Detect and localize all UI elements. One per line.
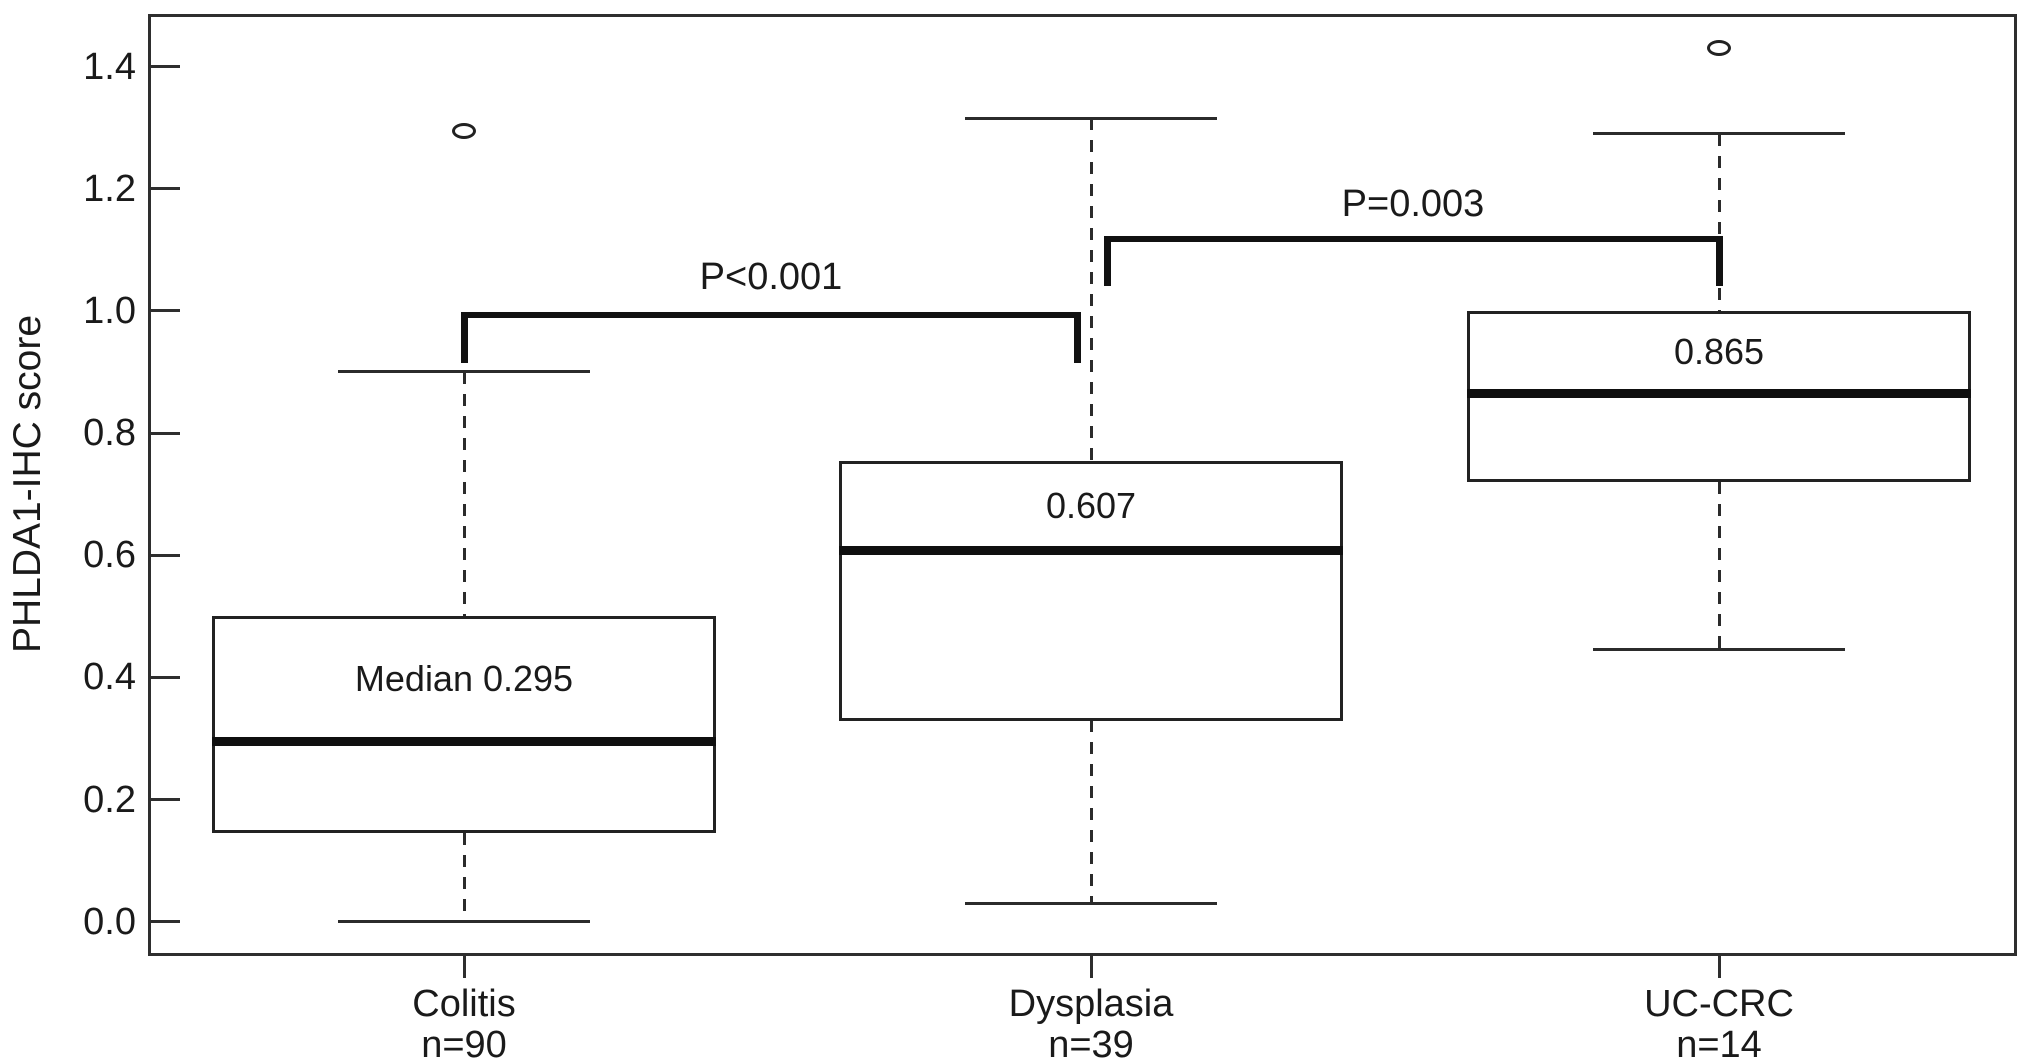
group-n-label: n=39 [1048, 1024, 1134, 1063]
median-line [1467, 389, 1971, 398]
group-n-label: n=90 [421, 1024, 507, 1063]
lower-whisker [1090, 720, 1093, 903]
y-tick-label: 1.0 [83, 290, 136, 332]
median-annotation: Median 0.295 [354, 658, 574, 699]
x-tick-mark [463, 956, 466, 978]
y-tick-label: 0.0 [83, 901, 136, 943]
box [839, 461, 1343, 721]
median-annotation: 0.865 [1673, 331, 1765, 372]
y-tick-mark [148, 554, 180, 557]
outlier-point [1707, 40, 1731, 56]
group-label: Colitis [412, 983, 516, 1025]
group-label: UC-CRC [1644, 983, 1794, 1025]
y-tick-label: 1.2 [83, 168, 136, 210]
lower-whisker-cap [965, 902, 1217, 905]
group-label: Dysplasia [1008, 983, 1174, 1025]
y-tick-mark [148, 676, 180, 679]
x-tick-mark [1718, 956, 1721, 978]
y-tick-label: 0.2 [83, 779, 136, 821]
upper-whisker [1090, 118, 1093, 460]
y-tick-label: 0.8 [83, 412, 136, 454]
group-n-label: n=14 [1676, 1024, 1762, 1063]
significance-bracket-tick [1716, 239, 1723, 286]
p-value-label: P=0.003 [1341, 183, 1485, 225]
median-line [839, 546, 1343, 555]
lower-whisker-cap [1593, 648, 1845, 651]
significance-bracket-bar [1104, 236, 1723, 242]
x-tick-mark [1090, 956, 1093, 978]
upper-whisker [1718, 134, 1721, 311]
y-tick-label: 0.6 [83, 534, 136, 576]
upper-whisker-cap [338, 370, 590, 373]
y-tick-label: 1.4 [83, 46, 136, 88]
upper-whisker [463, 372, 466, 616]
y-tick-label: 0.4 [83, 656, 136, 698]
outlier-point [452, 123, 476, 139]
median-line [212, 737, 716, 746]
y-tick-mark [148, 309, 180, 312]
y-tick-mark [148, 798, 180, 801]
y-tick-mark [148, 432, 180, 435]
upper-whisker-cap [965, 117, 1217, 120]
lower-whisker [463, 833, 466, 922]
median-annotation: 0.607 [1045, 485, 1137, 526]
plot-area-frame [148, 14, 2017, 956]
significance-bracket-tick [1074, 315, 1081, 363]
p-value-label: P<0.001 [699, 256, 843, 298]
box [212, 616, 716, 833]
y-tick-mark [148, 65, 180, 68]
y-tick-mark [148, 187, 180, 190]
upper-whisker-cap [1593, 132, 1845, 135]
significance-bracket-tick [461, 315, 468, 363]
significance-bracket-tick [1104, 239, 1111, 286]
lower-whisker-cap [338, 920, 590, 923]
y-tick-mark [148, 920, 180, 923]
lower-whisker [1718, 482, 1721, 650]
significance-bracket-bar [461, 312, 1081, 318]
